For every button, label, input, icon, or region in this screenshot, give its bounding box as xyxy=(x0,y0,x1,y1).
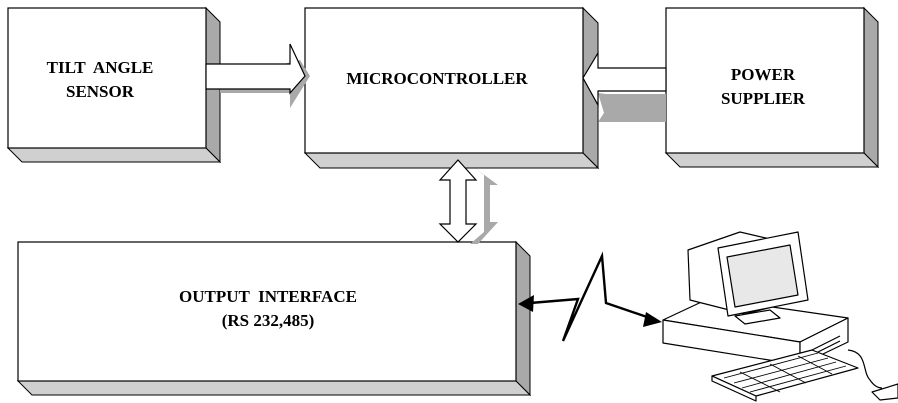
power-supplier-block: POWER SUPPLIER xyxy=(664,6,880,169)
output-interface-block: OUTPUT INTERFACE (RS 232,485) xyxy=(16,240,532,397)
output-interface-label-line1: OUTPUT INTERFACE xyxy=(179,287,357,306)
sensor-to-microcontroller-arrow xyxy=(205,43,310,108)
power-to-microcontroller-arrow xyxy=(582,50,667,122)
microcontroller-block: MICROCONTROLLER xyxy=(303,6,600,170)
desktop-computer-icon xyxy=(662,231,898,402)
tilt-sensor-label-line2: SENSOR xyxy=(66,82,135,101)
power-supplier-label-line1: POWER xyxy=(731,65,796,84)
microcontroller-label: MICROCONTROLLER xyxy=(346,69,528,88)
power-supplier-label-line2: SUPPLIER xyxy=(721,89,806,108)
serial-link-lightning xyxy=(518,251,662,342)
output-interface-label-line2: (RS 232,485) xyxy=(222,311,315,330)
microcontroller-output-double-arrow xyxy=(438,159,498,244)
tilt-sensor-label-line1: TILT ANGLE xyxy=(47,58,154,77)
tilt-angle-sensor-block: TILT ANGLE SENSOR xyxy=(6,6,222,164)
